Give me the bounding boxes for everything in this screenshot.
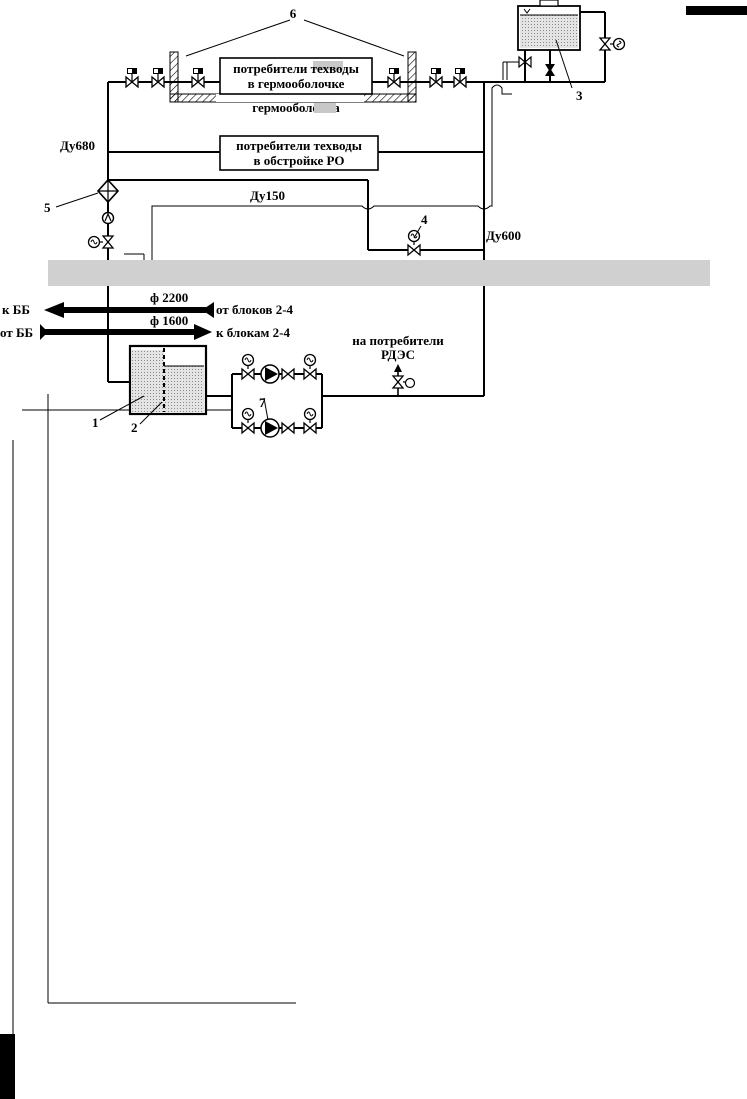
- label-du600: Ду600: [486, 228, 521, 243]
- label-from-blocks: от блоков 2-4: [216, 302, 294, 317]
- label-rdes-line1: на потребители: [352, 333, 444, 348]
- arrow-d1600: [40, 324, 212, 340]
- head-tank-3: [517, 0, 626, 76]
- motor-valve-4: [407, 229, 421, 256]
- callout-4: 4: [421, 212, 428, 227]
- thin-pipes: [124, 61, 518, 260]
- label-to-bb: к ББ: [2, 302, 30, 317]
- label-du680: Ду680: [60, 138, 95, 153]
- label-du150: Ду150: [250, 188, 285, 203]
- callout-7: 7: [259, 395, 266, 410]
- consumers-ro-box: потребители техводы в обстройке РО: [219, 135, 379, 171]
- filter-5: [96, 178, 120, 204]
- callout-1: 1: [92, 415, 99, 430]
- rdes-branch: [391, 364, 416, 396]
- callout-5: 5: [44, 200, 51, 215]
- label-to-blocks: к блокам 2-4: [216, 325, 290, 340]
- label-d2200: ф 2200: [150, 290, 188, 305]
- callouts: [55, 19, 573, 425]
- building-boundary-band: [48, 260, 710, 286]
- basin-1: [128, 344, 208, 416]
- containment-label: гермооболочка: [252, 100, 340, 115]
- arrow-d2200: [44, 302, 214, 318]
- callout-3: 3: [576, 88, 583, 103]
- motor-valve-left: [87, 235, 115, 249]
- page-frame: [0, 6, 747, 1099]
- consumers-ro-line2: в обстройке РО: [254, 153, 345, 168]
- flow-meter: [101, 211, 115, 225]
- consumers-containment-box: потребители техводы в гермооболочке: [219, 57, 373, 95]
- callout-2: 2: [131, 420, 138, 435]
- consumers-ro-line1: потребители техводы: [236, 138, 362, 153]
- consumers-containment-line2: в гермооболочке: [248, 76, 345, 91]
- label-from-bb: от ББ: [0, 325, 33, 340]
- consumers-containment-line1: потребители техводы: [233, 61, 359, 76]
- callout-6: 6: [290, 6, 297, 21]
- label-rdes-line2: РДЭС: [381, 347, 415, 362]
- label-d1600: ф 1600: [150, 313, 188, 328]
